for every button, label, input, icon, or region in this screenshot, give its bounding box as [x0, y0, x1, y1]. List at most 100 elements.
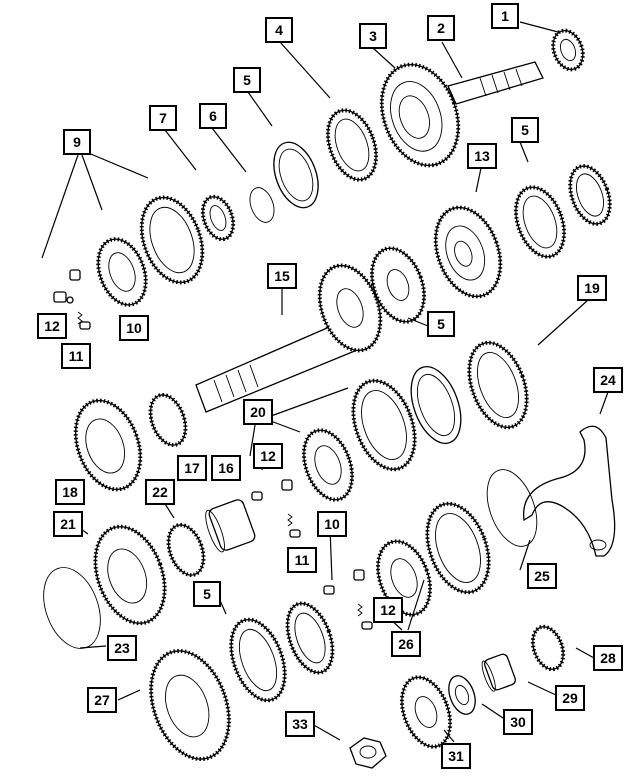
callout-22: 22: [145, 479, 175, 505]
svg-text:3: 3: [369, 28, 377, 44]
svg-text:21: 21: [60, 516, 76, 532]
parts-artwork: [43, 28, 616, 769]
svg-text:23: 23: [114, 640, 130, 656]
callout-28: 28: [593, 645, 623, 671]
bearing-part-7: [200, 194, 236, 242]
synchro-hub-part-26: [375, 539, 433, 617]
blocker-ring-part-5c: [568, 164, 612, 226]
svg-text:5: 5: [521, 122, 529, 138]
callout-5-mid: 5: [427, 311, 455, 337]
callout-31: 31: [441, 743, 471, 769]
callout-4: 4: [265, 17, 293, 43]
svg-text:5: 5: [243, 72, 251, 88]
callout-21: 21: [53, 511, 83, 537]
callout-18: 18: [55, 479, 85, 505]
bearing-part-1: [551, 28, 585, 72]
svg-text:31: 31: [448, 748, 464, 764]
svg-text:2: 2: [437, 20, 445, 36]
callout-7: 7: [149, 105, 177, 131]
nut-part-33: [349, 737, 387, 769]
svg-text:1: 1: [501, 8, 509, 24]
svg-text:11: 11: [295, 552, 310, 568]
svg-text:20: 20: [250, 404, 266, 420]
callout-24: 24: [593, 367, 623, 393]
callout-33: 33: [285, 711, 315, 737]
mainshaft-part-15: [195, 246, 427, 413]
svg-text:19: 19: [584, 280, 600, 296]
callout-19: 19: [577, 275, 607, 301]
input-shaft-part-2: [447, 61, 544, 105]
callout-11-top: 11: [61, 343, 91, 369]
svg-text:9: 9: [73, 134, 81, 150]
shift-fork-part-24: [523, 425, 616, 557]
callout-25: 25: [527, 563, 557, 589]
shift-sleeve-part-26: [425, 501, 491, 595]
svg-text:5: 5: [437, 316, 445, 332]
gear-part-18: [73, 398, 143, 492]
drive-gear-part-3: [379, 62, 461, 168]
callout-20: 20: [243, 399, 273, 425]
svg-text:26: 26: [398, 636, 414, 652]
svg-text:4: 4: [275, 22, 283, 38]
strut-spring-upper: [53, 269, 91, 330]
svg-text:30: 30: [510, 714, 526, 730]
callout-2: 2: [427, 15, 455, 41]
bushing-sleeve: [205, 499, 256, 553]
callout-13: 13: [467, 143, 497, 169]
callout-27: 27: [87, 687, 117, 713]
callout-3: 3: [359, 23, 387, 49]
callout-12-top: 12: [37, 313, 67, 339]
bearing-part-31: [399, 675, 453, 749]
callout-5-top: 5: [233, 67, 261, 93]
blocker-ring-part-5b: [513, 185, 567, 259]
blocker-ring-part-5d: [229, 617, 287, 703]
needle-bearing-part-17: [148, 392, 188, 448]
svg-text:11: 11: [69, 348, 84, 364]
callout-10-mid: 10: [317, 511, 347, 537]
washer-part-30: [448, 675, 476, 715]
svg-text:13: 13: [474, 148, 490, 164]
ring-part-19b: [410, 366, 462, 444]
callout-30: 30: [503, 709, 533, 735]
callout-6: 6: [199, 103, 227, 129]
svg-text:12: 12: [380, 602, 396, 618]
blocker-ring-part-5a: [273, 141, 319, 209]
callout-1: 1: [491, 3, 519, 29]
synchro-hub-part-20: [301, 428, 355, 502]
svg-text:22: 22: [152, 484, 168, 500]
svg-text:18: 18: [62, 484, 78, 500]
svg-text:29: 29: [562, 690, 578, 706]
callout-9: 9: [63, 129, 91, 155]
callout-15: 15: [267, 263, 297, 289]
callout-23: 23: [107, 635, 137, 661]
leader-lines: [41, 21, 609, 743]
blocker-ring-part-5e: [285, 601, 335, 675]
gear-part-21: [93, 524, 167, 626]
callout-17: 17: [177, 455, 207, 481]
svg-text:12: 12: [44, 318, 60, 334]
callout-12-low: 12: [373, 597, 403, 623]
callout-5-right: 5: [511, 117, 539, 143]
svg-text:33: 33: [292, 716, 308, 732]
svg-text:5: 5: [203, 586, 211, 602]
callout-11-mid: 11: [287, 547, 317, 573]
shift-sleeve-part-9: [139, 195, 205, 285]
svg-text:7: 7: [159, 110, 167, 126]
callout-5-lower: 5: [193, 581, 221, 607]
svg-text:24: 24: [600, 372, 616, 388]
svg-text:17: 17: [184, 460, 200, 476]
gear-part-13: [433, 205, 503, 299]
svg-text:15: 15: [274, 268, 290, 284]
svg-text:27: 27: [94, 692, 110, 708]
callout-16: 16: [211, 455, 241, 481]
needle-bearing-part-28: [530, 624, 566, 672]
svg-text:16: 16: [218, 460, 234, 476]
callout-29: 29: [555, 685, 585, 711]
gear-part-27: [149, 648, 231, 762]
svg-text:10: 10: [324, 516, 340, 532]
synchro-ring-part-4: [325, 108, 379, 182]
svg-text:12: 12: [260, 448, 276, 464]
needle-bearing-part-22: [166, 522, 206, 578]
svg-text:25: 25: [534, 568, 550, 584]
